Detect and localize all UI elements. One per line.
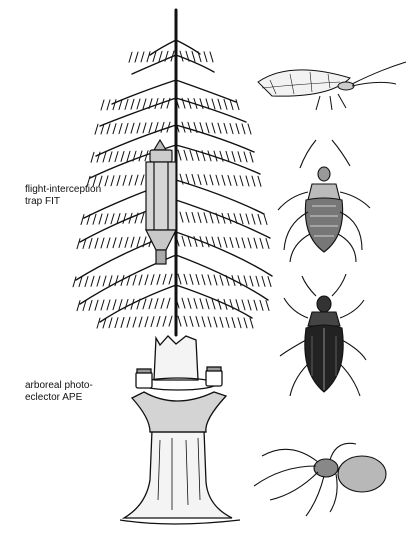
- beetle-icon: [280, 274, 366, 396]
- ape-label: arboreal photo- eclector APE: [25, 380, 93, 404]
- spider-icon: [254, 443, 386, 516]
- lacewing-icon: [258, 62, 406, 110]
- bug-icon: [278, 140, 370, 262]
- flight-interception-trap-icon: [146, 140, 176, 264]
- fit-label: flight-interception trap FIT: [25, 184, 101, 208]
